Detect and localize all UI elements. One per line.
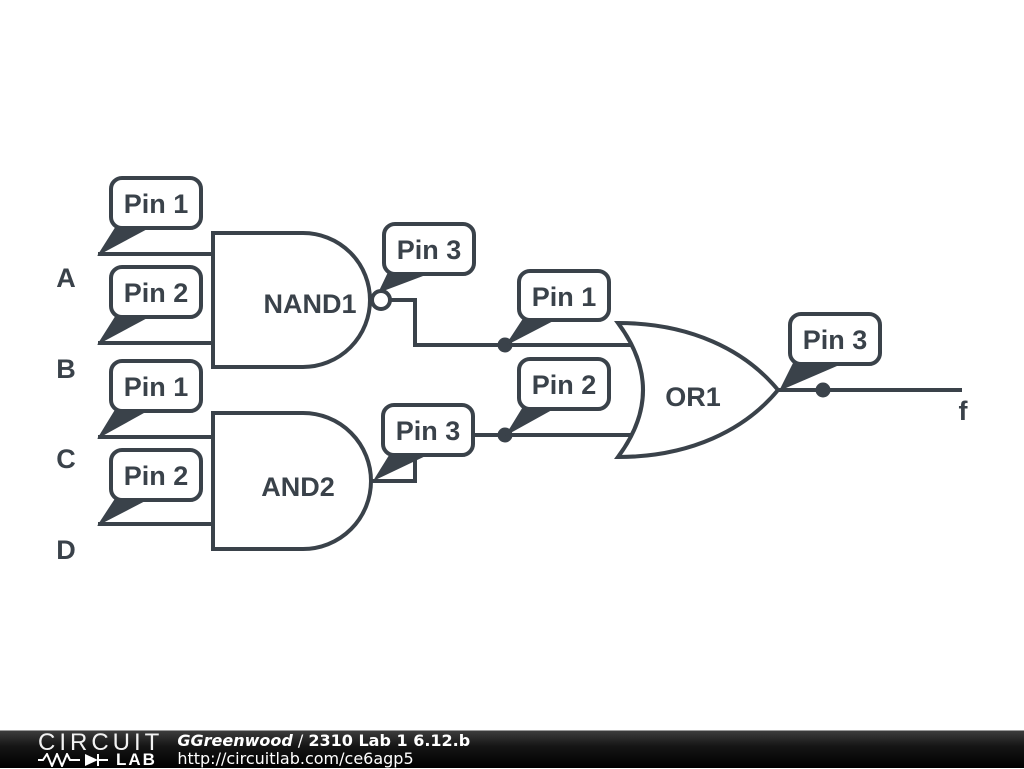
callout-and2-pin1: Pin 1: [97, 359, 203, 439]
gates: [211, 231, 781, 551]
callout-and2-pin3: Pin 3: [373, 403, 475, 481]
callout-label: Pin 2: [124, 461, 189, 491]
callout-or1-pin1: Pin 1: [505, 269, 611, 346]
schematic-canvas: Pin 1 Pin 2 Pin 3 Pin 1 Pin 2 Pin 3 Pin …: [56, 176, 969, 565]
nand1-inversion-bubble: [370, 289, 392, 311]
nand1-gate-label: NAND1: [263, 289, 356, 319]
callout-box: [517, 357, 611, 411]
callout-box: [109, 448, 203, 502]
callout-or1-pin2: Pin 2: [505, 357, 611, 436]
callout-tail: [505, 317, 561, 346]
input-label-b: B: [56, 354, 76, 384]
callout-tail: [97, 315, 153, 345]
or1-gate-label: OR1: [665, 382, 721, 412]
callout-label: Pin 1: [124, 189, 189, 219]
callout-box: [517, 269, 611, 322]
nand1-gate-body: [211, 231, 372, 369]
callout-box: [109, 176, 203, 230]
callout-box: [788, 312, 882, 366]
callout-box: [109, 359, 203, 413]
input-label-d: D: [56, 535, 76, 565]
footer-separator: /: [297, 730, 304, 750]
callout-tail: [97, 408, 153, 439]
schematic: Pin 1 Pin 2 Pin 3 Pin 1 Pin 2 Pin 3 Pin …: [56, 176, 969, 565]
callout-nand1-pin1: Pin 1: [97, 176, 203, 256]
callout-label: Pin 2: [532, 370, 597, 400]
footer-title-line: GGreenwood / 2310 Lab 1 6.12.b: [177, 730, 471, 750]
input-label-c: C: [56, 444, 76, 474]
callout-label: Pin 3: [803, 325, 868, 355]
callout-box: [109, 265, 203, 319]
callout-tail: [97, 226, 153, 256]
callout-box: [382, 222, 476, 276]
logo-lab-text: LAB: [116, 750, 157, 769]
junction-dot: [815, 382, 831, 398]
footer-author: GGreenwood: [177, 730, 293, 750]
callout-label: Pin 3: [397, 235, 462, 265]
logo-circuit-text: CIRCUIT: [38, 729, 164, 756]
input-label-a: A: [56, 263, 76, 293]
resistor-diode-icon: [38, 753, 108, 767]
callout-tail: [373, 452, 434, 481]
callout-tail: [505, 405, 561, 436]
output-label-f: f: [959, 396, 969, 426]
footer-text: GGreenwood / 2310 Lab 1 6.12.b http://ci…: [177, 730, 471, 768]
footer-title: 2310 Lab 1 6.12.b: [308, 730, 471, 750]
callout-label: Pin 1: [124, 372, 189, 402]
callout-or1-pin3: Pin 3: [779, 312, 882, 391]
or1-gate-body: [614, 320, 781, 460]
callout-nand1-pin3: Pin 3: [378, 222, 476, 293]
and2-gate-label: AND2: [261, 472, 335, 502]
callout-nand1-pin2: Pin 2: [97, 265, 203, 345]
circuitlab-logo[interactable]: CIRCUIT LAB: [38, 729, 164, 769]
callout-box: [381, 403, 475, 457]
callout-label: Pin 2: [124, 278, 189, 308]
footer-url[interactable]: http://circuitlab.com/ce6agp5: [177, 748, 414, 768]
callout-label: Pin 3: [396, 416, 461, 446]
wire-nand1-to-or1: [391, 298, 648, 347]
footer: CIRCUIT LAB GGreenwood / 2310 Lab 1 6.12…: [0, 730, 1024, 768]
callout-tail: [97, 497, 153, 526]
callout-and2-pin2: Pin 2: [97, 448, 203, 526]
callout-label: Pin 1: [532, 282, 597, 312]
and2-gate-body: [211, 411, 373, 551]
callout-tail: [779, 361, 837, 391]
